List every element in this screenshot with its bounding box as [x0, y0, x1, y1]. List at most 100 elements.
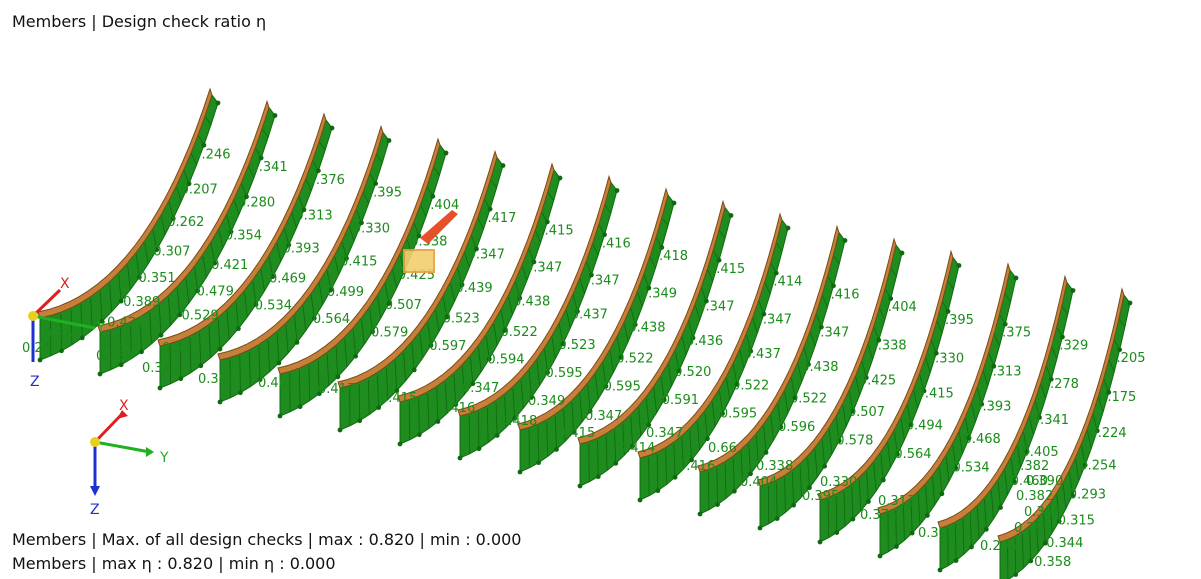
ratio-node — [444, 314, 450, 320]
arch-member-5[interactable] — [277, 137, 441, 375]
ratio-hatch — [427, 393, 430, 429]
ratio-node — [517, 469, 523, 475]
arch-member-15[interactable] — [877, 262, 1011, 515]
arch-member-11[interactable] — [637, 212, 783, 459]
arch-ratio-label: 0.313 — [984, 364, 1021, 379]
arch-member-17[interactable] — [997, 287, 1125, 543]
arch-member-9[interactable] — [517, 187, 669, 431]
arch-member-2[interactable] — [97, 99, 270, 333]
arch-ratio-label: 0.278 — [1042, 377, 1079, 392]
arch-member-6[interactable] — [337, 149, 498, 389]
arch-member-3[interactable] — [157, 112, 327, 347]
ratio-node — [502, 328, 508, 333]
ratio-hatch — [1010, 458, 1015, 482]
arch-member-13[interactable] — [757, 237, 897, 487]
arch-member-16[interactable] — [937, 274, 1068, 529]
ratio-hatch — [1036, 521, 1039, 553]
ratio-hatch — [558, 324, 564, 345]
arch-member-1[interactable] — [37, 87, 213, 319]
bottom-ratio-label: 0.395 — [198, 372, 235, 387]
ratio-node — [198, 363, 204, 369]
ratio-hatch — [249, 351, 251, 387]
ratio-hatch — [377, 374, 380, 408]
arch-ratio-label: 0.393 — [283, 242, 320, 257]
max-ratio-marker[interactable] — [403, 249, 435, 273]
ratio-node — [888, 296, 894, 301]
ratio-hatch — [392, 270, 398, 289]
orientation-gizmo[interactable]: X Y Z — [90, 398, 169, 518]
ratio-node — [850, 516, 856, 522]
ratio-hatch — [477, 218, 484, 230]
arch-ratio-label: 0.358 — [1034, 555, 1071, 570]
arch-member-7[interactable] — [397, 162, 555, 403]
ratio-hatch — [895, 509, 897, 547]
ratio-hatch — [900, 418, 905, 441]
ratio-hatch — [887, 442, 891, 468]
arch-ratio-label: 0.522 — [790, 392, 827, 407]
ratio-hatch — [1056, 494, 1060, 522]
ratio-hatch — [418, 398, 420, 435]
ratio-hatch — [461, 366, 465, 395]
ratio-node — [118, 362, 124, 368]
ratio-node — [416, 432, 422, 438]
ratio-hatch — [291, 213, 297, 228]
ratio-hatch — [319, 141, 326, 151]
ratio-hatch — [880, 453, 884, 481]
arch-ratio-label: 0.460 — [1011, 474, 1048, 489]
ratio-hatch — [962, 519, 965, 555]
arch-ratio-label: 0.347 — [468, 248, 505, 263]
ratio-hatch — [925, 357, 931, 373]
ratio-node — [394, 388, 400, 394]
ratio-hatch — [746, 334, 752, 352]
ratio-node — [1127, 300, 1133, 306]
arch-member-4[interactable] — [217, 124, 384, 361]
arch-ratio-label: 0.522 — [616, 352, 653, 367]
ratio-hatch — [707, 269, 714, 282]
ratio-hatch — [955, 523, 957, 561]
ratio-node — [154, 247, 160, 253]
ratio-hatch — [185, 278, 190, 304]
ratio-node — [37, 357, 43, 363]
ratio-node — [545, 370, 550, 376]
ratio-hatch — [803, 348, 809, 365]
ratio-hatch — [638, 407, 642, 437]
arch-ratio-label: 0.564 — [313, 312, 350, 327]
summary-line-1: Members | Max. of all design checks | ma… — [12, 530, 522, 549]
arch-member-8[interactable] — [457, 174, 612, 417]
arch-ratio-label: 0.437 — [744, 347, 781, 362]
ratio-hatch — [376, 154, 383, 163]
ratio-hatch — [394, 360, 398, 391]
ratio-node — [257, 377, 263, 383]
arch-ratio-label: 0.416 — [594, 236, 631, 251]
ratio-node — [557, 175, 563, 181]
ratio-hatch — [554, 416, 557, 450]
ratio-hatch — [752, 318, 758, 334]
ratio-hatch — [70, 309, 73, 345]
arch-ratio-label: 0.347 — [697, 299, 734, 314]
arch-member-14[interactable] — [817, 249, 954, 501]
arch-member-12[interactable] — [697, 224, 840, 473]
ratio-hatch — [645, 398, 650, 425]
ratio-hatch — [971, 403, 976, 422]
ratio-hatch — [210, 243, 216, 264]
arch-ratio-label: 0.175 — [1099, 390, 1136, 405]
ratio-hatch — [1043, 513, 1046, 544]
arch-member-10[interactable] — [577, 199, 726, 445]
ratio-hatch — [661, 217, 669, 226]
ratio-node — [774, 516, 780, 521]
ratio-labels-group: 0.2460.2070.2620.3070.3510.3890.4210.341… — [22, 147, 1145, 570]
arch-ratio-label: 0.349 — [640, 286, 677, 301]
arch-ratio-label: 0.347 — [525, 261, 562, 276]
ratio-hatch — [1014, 537, 1017, 575]
ratio-hatch — [694, 305, 701, 321]
ratio-hatch — [945, 456, 950, 482]
ratio-node — [587, 408, 593, 414]
ratio-hatch — [637, 292, 643, 307]
ratio-hatch — [681, 336, 687, 355]
ratio-node — [529, 395, 534, 400]
bottom-ratio-label: 0.395 — [802, 489, 839, 504]
arch-ratio-label: 0.414 — [765, 275, 802, 290]
ratio-hatch — [302, 305, 307, 331]
ratio-node — [253, 302, 259, 307]
